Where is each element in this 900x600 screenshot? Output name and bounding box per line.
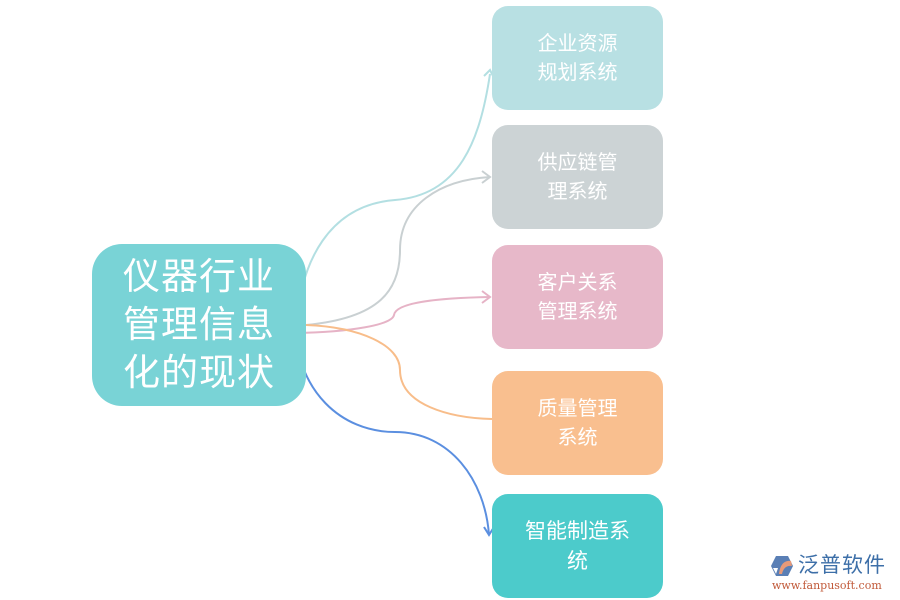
watermark-brand: 泛普软件 [798,553,886,577]
arrow-head-scm [481,170,492,184]
branch-crm-line-1: 客户关系 [537,270,618,294]
branch-scm-line-1: 供应链管 [537,150,618,174]
connector-scm [305,176,491,326]
branch-crm[interactable]: 客户关系 管理系统 [492,245,663,349]
branch-scm-line-2: 理系统 [547,179,608,203]
connector-qms [305,324,493,420]
connector-crm [295,296,491,334]
branch-erp-line-2: 规划系统 [537,60,618,84]
connector-mes [294,327,490,536]
branch-mes[interactable]: 智能制造系 统 [492,494,663,598]
branch-mes-line-1: 智能制造系 [525,519,630,543]
watermark-url: www.fanpusoft.com [772,579,882,592]
fanpu-logo-icon [771,556,793,576]
branch-qms[interactable]: 质量管理 系统 [492,371,663,475]
watermark-logo: 泛普软件 www.fanpusoft.com [768,552,898,596]
root-line-1: 仪器行业 [123,255,275,298]
root-line-2: 管理信息 [123,303,275,346]
branch-crm-line-2: 管理系统 [537,299,618,323]
branch-mes-line-2: 统 [567,549,588,573]
branch-erp[interactable]: 企业资源 规划系统 [492,6,663,110]
root-topic[interactable]: 仪器行业 管理信息 化的现状 [92,244,306,406]
branch-qms-line-2: 系统 [557,425,598,449]
branch-scm[interactable]: 供应链管 理系统 [492,125,663,229]
root-line-3: 化的现状 [123,351,275,394]
connector-erp [295,73,491,331]
branch-qms-line-1: 质量管理 [537,396,618,420]
arrow-head-crm [481,290,492,304]
branch-erp-line-1: 企业资源 [537,31,618,55]
